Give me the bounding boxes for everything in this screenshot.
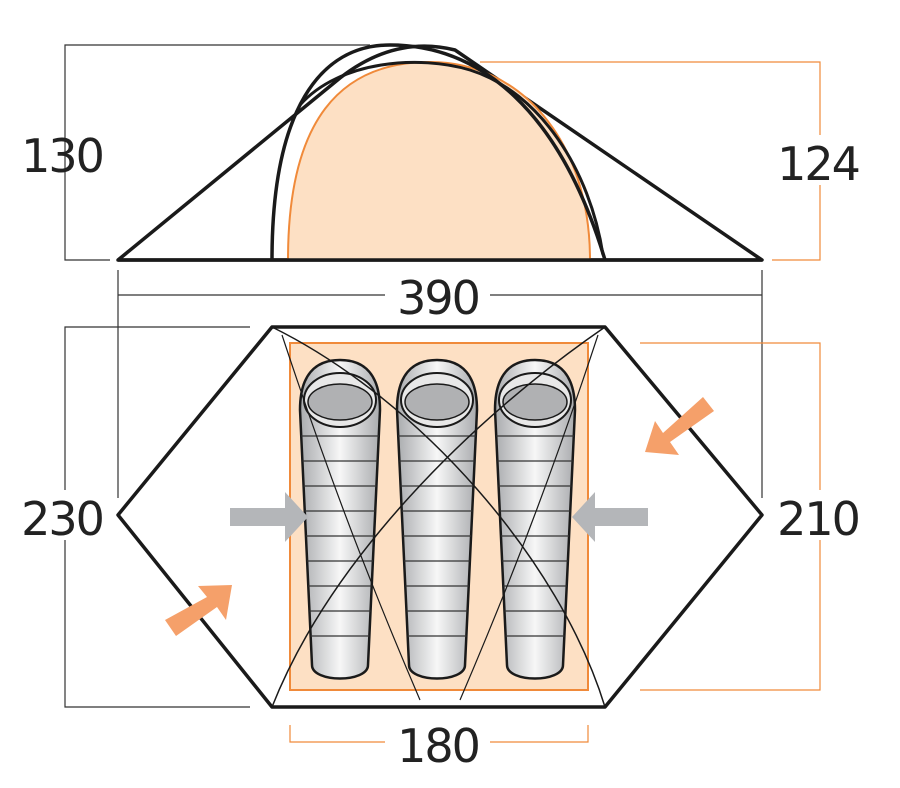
label-length: 390	[397, 271, 479, 325]
label-width-inner: 210	[777, 492, 859, 546]
pole-arch-outer	[270, 43, 607, 261]
door-arrow-grey-left	[230, 492, 308, 542]
sleeping-bag-opening	[307, 383, 373, 421]
label-height-inner: 124	[777, 137, 859, 191]
sleeping-bag	[493, 358, 577, 680]
dimension-height-outer	[64, 44, 370, 261]
label-height-outer: 130	[21, 129, 103, 183]
sleeping-bag	[395, 358, 479, 680]
pole-diagonal-1	[271, 326, 606, 708]
door-arrow-grey-right	[572, 492, 648, 542]
door-arrow-orange-top-right	[645, 397, 714, 455]
label-width-outer: 230	[21, 492, 103, 546]
pole-arch-inner	[298, 60, 605, 256]
sleeping-bag-body	[298, 358, 382, 680]
side-view	[116, 43, 764, 262]
door-arrow-orange-bottom-left	[165, 585, 232, 636]
sleeping-bag-body	[493, 358, 577, 680]
label-inner-length: 180	[397, 719, 479, 773]
sleeping-bag-opening	[502, 383, 568, 421]
sleeping-bag	[298, 358, 382, 680]
pole-diagonal-2	[271, 326, 606, 708]
sleeping-bags	[298, 358, 577, 680]
sleeping-bag-body	[395, 358, 479, 680]
floor-plan	[116, 325, 764, 709]
pole-curve-right	[459, 334, 599, 701]
sleeping-bag-opening	[404, 383, 470, 421]
pole-curve-left	[281, 334, 421, 701]
